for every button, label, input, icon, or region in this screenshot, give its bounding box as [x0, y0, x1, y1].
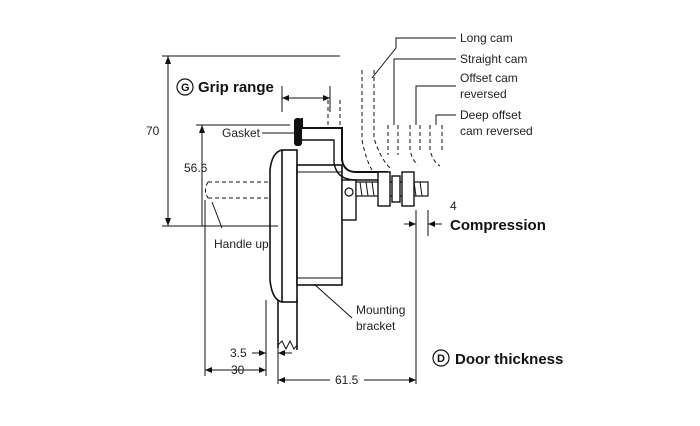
- offset-cam-label-2: reversed: [460, 87, 507, 101]
- dimension-56-6: 56.6: [184, 124, 290, 226]
- handle-up-outline: Handle up: [205, 181, 269, 251]
- latch-body: [269, 149, 357, 303]
- nut-2: [401, 171, 415, 207]
- threaded-stud: [355, 171, 429, 207]
- dimension-3-5-label: 3.5: [230, 346, 247, 360]
- deep-offset-cam-outline: [429, 125, 443, 167]
- mounting-bracket-label-2: bracket: [356, 319, 396, 333]
- deep-offset-cam-label-1: Deep offset: [460, 108, 522, 122]
- gasket-and-bracket: [294, 100, 388, 181]
- door-thickness-label: Door thickness: [455, 351, 563, 368]
- gasket-callout: Gasket: [222, 126, 296, 140]
- cam-variants: [361, 70, 443, 171]
- compression-value: 4: [450, 199, 457, 213]
- compression-label: Compression: [450, 217, 546, 234]
- dimension-56-6-label: 56.6: [184, 161, 208, 175]
- door-panel: [277, 298, 298, 351]
- svg-text:G: G: [181, 82, 190, 94]
- mounting-bracket-callout: Mounting bracket: [313, 283, 405, 333]
- nut-1: [377, 171, 391, 207]
- long-cam-outline: [361, 70, 373, 171]
- long-cam-outline-2: [373, 70, 391, 169]
- straight-cam-outline: [387, 125, 399, 155]
- washer: [391, 175, 401, 203]
- compression-callout: 4 Compression: [404, 199, 546, 236]
- door-thickness-badge: [432, 349, 450, 367]
- dimension-30-label: 30: [231, 363, 245, 377]
- dimension-70: 70: [146, 55, 340, 227]
- grip-range-label: Grip range: [198, 79, 274, 96]
- door-thickness-callout: D Door thickness: [415, 236, 563, 384]
- bottom-dimensions: 3.5 30 61.5: [204, 200, 416, 387]
- grip-range-callout: G Grip range: [176, 78, 331, 112]
- svg-text:D: D: [437, 353, 445, 365]
- dimension-70-label: 70: [146, 124, 160, 138]
- offset-cam-outline: [409, 125, 421, 166]
- straight-cam-label: Straight cam: [460, 52, 527, 66]
- dimension-61-5-label: 61.5: [335, 373, 359, 387]
- mounting-bracket-label-1: Mounting: [356, 303, 405, 317]
- grip-range-badge: [176, 78, 194, 96]
- long-cam-label: Long cam: [460, 31, 513, 45]
- cam-labels: Long cam Straight cam Offset cam reverse…: [371, 31, 533, 138]
- gasket-label: Gasket: [222, 126, 261, 140]
- handle-up-label: Handle up: [214, 237, 269, 251]
- deep-offset-cam-label-2: cam reversed: [460, 124, 533, 138]
- offset-cam-label-1: Offset cam: [460, 71, 518, 85]
